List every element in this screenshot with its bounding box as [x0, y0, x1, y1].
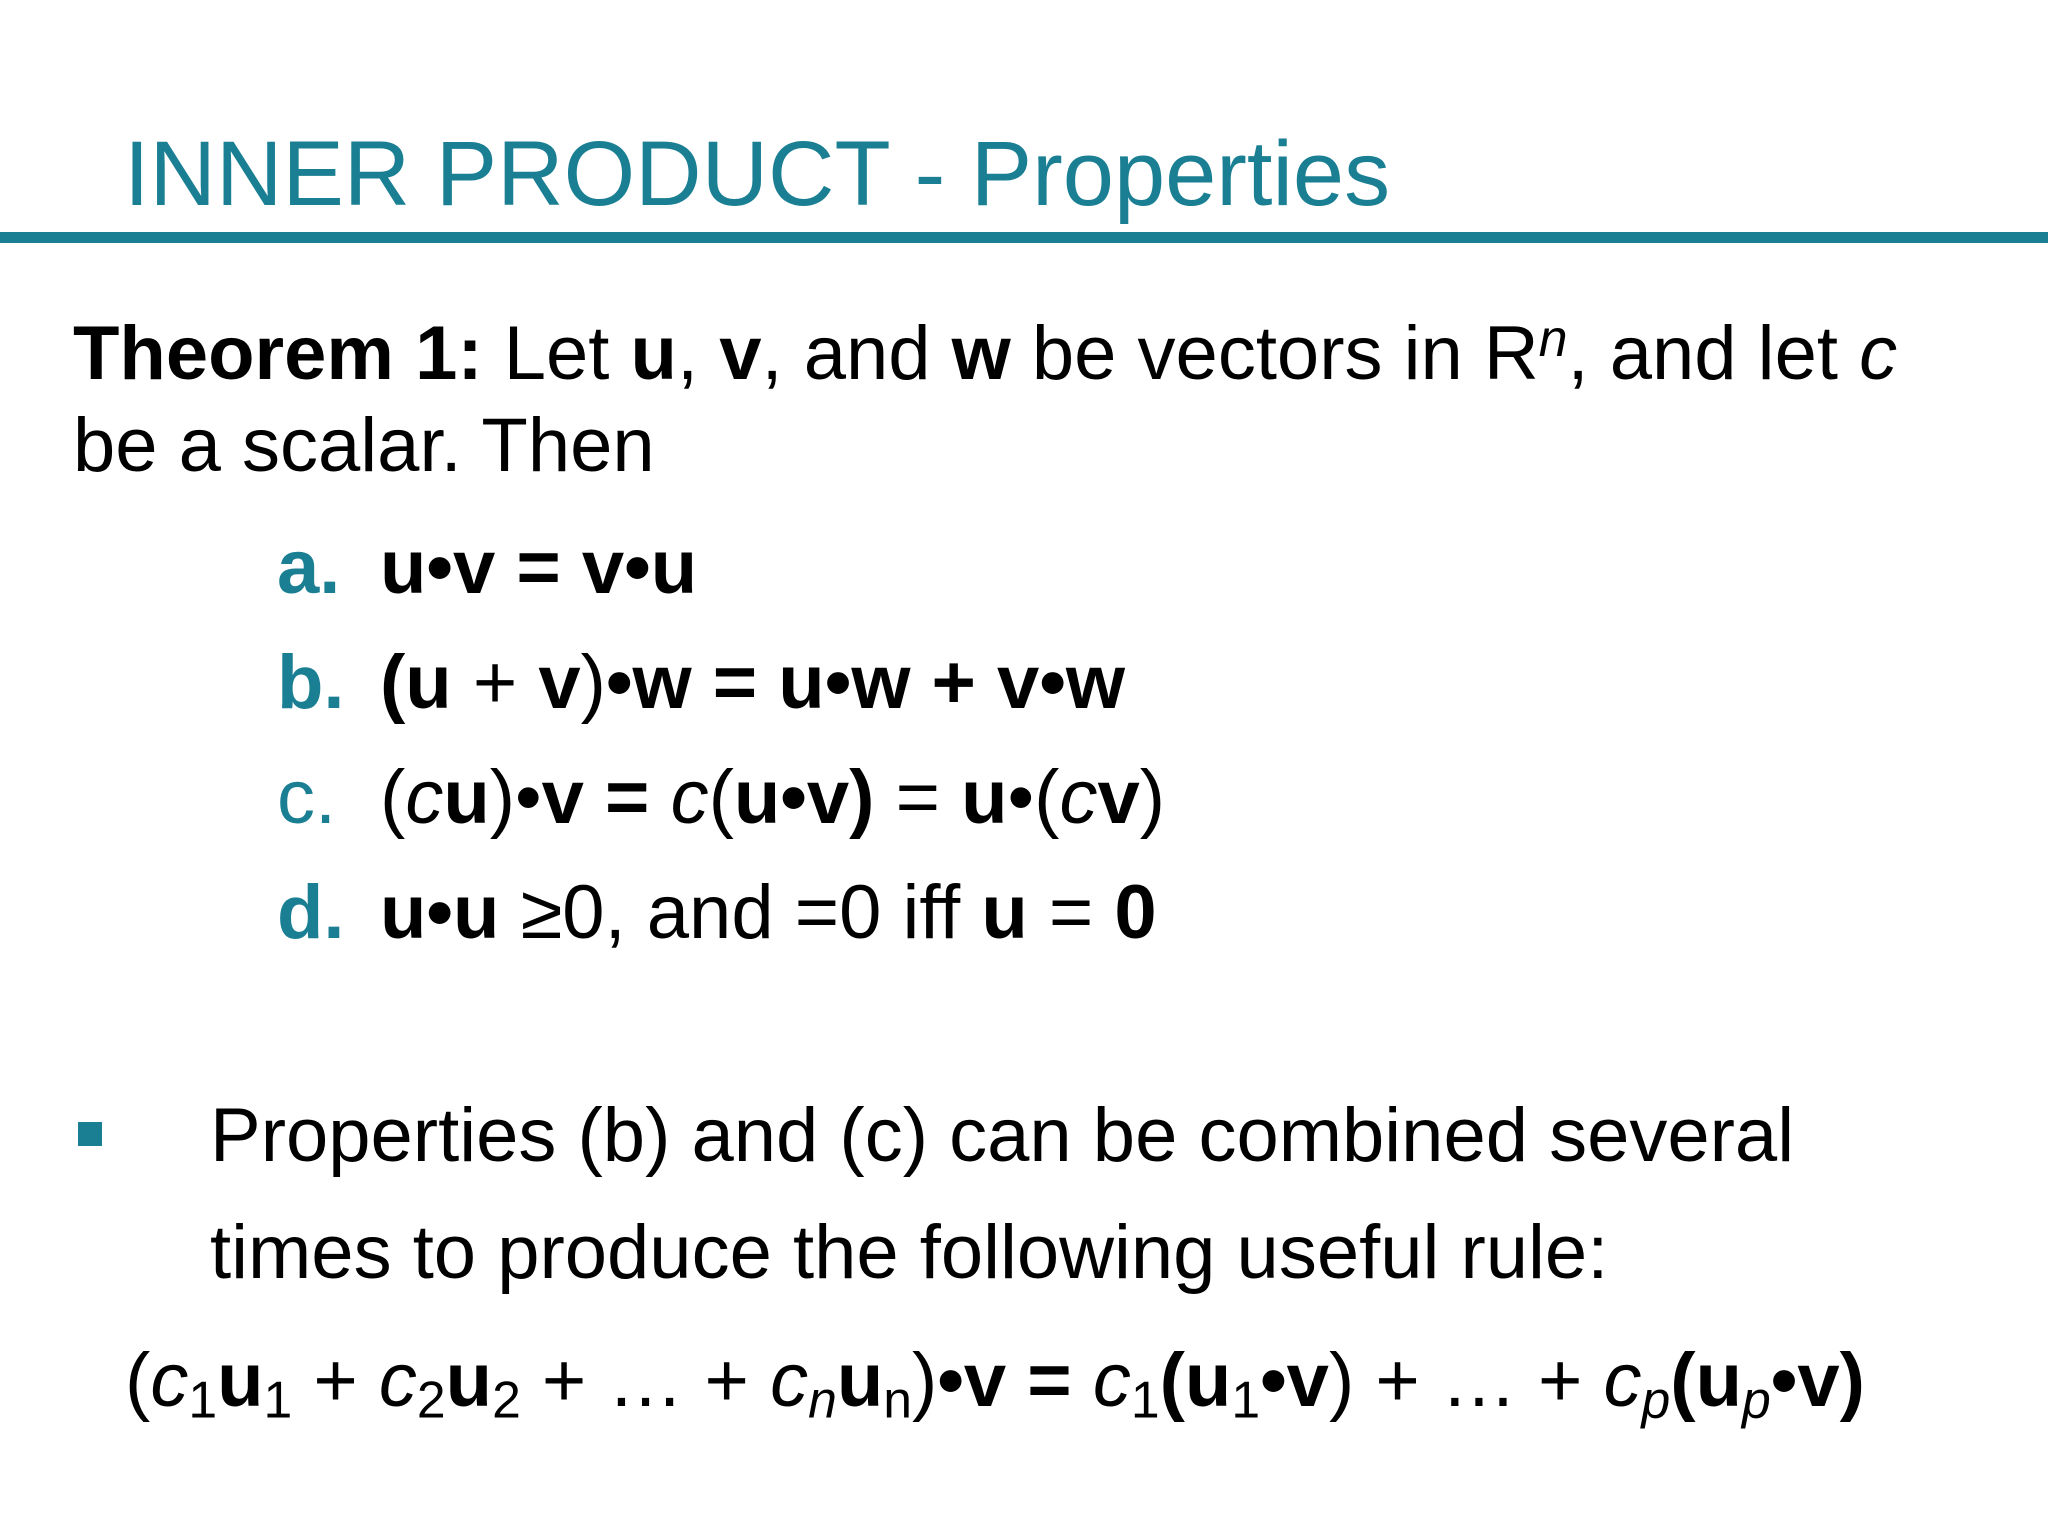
formula-part: (: [1159, 1338, 1185, 1423]
property-text-c: c: [405, 755, 444, 840]
formula-part: c: [1092, 1338, 1131, 1423]
formula-part: 2: [416, 1370, 446, 1429]
formula-part: 1: [188, 1370, 218, 1429]
formula-part: ): [1328, 1338, 1355, 1423]
property-a: a.u•v = v•u: [277, 530, 697, 606]
property-text-d: =: [1027, 870, 1115, 955]
property-c: c.(cu)•v = c(u•v) = u•(cv): [277, 760, 1165, 836]
formula-part: n: [883, 1370, 912, 1429]
formula-part: u: [217, 1338, 264, 1423]
formula-part: 1: [263, 1370, 293, 1429]
formula-part: + … +: [1354, 1338, 1604, 1423]
property-text-a: u•v = v•u: [380, 525, 698, 610]
formula-part: ): [1839, 1338, 1865, 1423]
formula-part: u: [1184, 1338, 1232, 1423]
formula-part: •: [1260, 1338, 1287, 1423]
property-text-c: (: [380, 755, 406, 840]
formula-part: +: [520, 1338, 608, 1423]
vector-w: w: [951, 311, 1011, 396]
property-text-d: u: [981, 870, 1028, 955]
theorem-text: Let: [482, 311, 631, 396]
formula-part: v: [1797, 1338, 1840, 1423]
formula-part: u: [1695, 1338, 1742, 1423]
property-d: d.u•u ≥0, and =0 iff u = 0: [277, 875, 1157, 951]
formula-part: ): [912, 1338, 938, 1423]
bullet-text-line-1: Properties (b) and (c) can be combined s…: [210, 1093, 1795, 1178]
formula-part: +: [292, 1338, 379, 1423]
formula-part: c: [770, 1338, 809, 1423]
property-text-d: ≥0, and =0 iff: [499, 870, 982, 955]
formula-part: c: [150, 1338, 189, 1423]
formula-part: (: [1670, 1338, 1696, 1423]
property-label-a: a.: [277, 525, 341, 610]
formula-part: •v =: [937, 1338, 1093, 1423]
exponent-n: n: [1538, 308, 1568, 367]
formula-part: v: [1286, 1338, 1329, 1423]
property-text-c: )•: [489, 755, 542, 840]
property-text-c: =: [874, 755, 962, 840]
formula-part: 2: [492, 1370, 521, 1429]
formula-part: c: [1603, 1338, 1642, 1423]
property-text-c: v =: [541, 755, 650, 840]
property-text-c: u: [443, 755, 490, 840]
page-title: INNER PRODUCT - Properties: [124, 123, 1391, 225]
property-text-d: 0: [1114, 870, 1157, 955]
property-text-c: (: [708, 755, 734, 840]
scalar-c: c: [1859, 311, 1898, 396]
property-b: b.(u + v)•w = u•w + v•w: [277, 645, 1125, 721]
square-bullet-icon: [78, 1122, 102, 1146]
property-text-b: +: [451, 640, 539, 725]
combined-rule-formula: (c1u1 + c2u2 + … + cnun)•v = c1(u1•v) + …: [125, 1343, 1865, 1426]
formula-part: p: [1742, 1370, 1771, 1429]
property-text-c: u•v): [733, 755, 875, 840]
property-text-b: ): [580, 640, 606, 725]
property-text-c: [649, 755, 670, 840]
title-divider: [0, 232, 2048, 243]
property-label-c: c.: [277, 755, 337, 840]
property-text-d: u•u: [380, 870, 500, 955]
vector-u: u: [630, 311, 677, 396]
formula-part: p: [1641, 1370, 1671, 1429]
bullet-text-line-2: times to produce the following useful ru…: [210, 1210, 1609, 1295]
formula-part: 1: [1130, 1370, 1160, 1429]
formula-part: •: [1770, 1338, 1798, 1423]
property-label-b: b.: [277, 640, 345, 725]
formula-part: (: [125, 1338, 151, 1423]
vector-v: v: [719, 311, 762, 396]
theorem-text: be vectors in R: [1010, 311, 1539, 396]
property-text-c: v: [1097, 755, 1140, 840]
formula-part: 1: [1231, 1370, 1261, 1429]
property-label-d: d.: [277, 870, 345, 955]
property-text-b: v: [538, 640, 581, 725]
theorem-label: Theorem 1:: [73, 311, 483, 396]
formula-part: u: [836, 1338, 884, 1423]
theorem-text: , and: [761, 311, 952, 396]
property-text-c: •(: [1007, 755, 1060, 840]
formula-part: n: [808, 1370, 837, 1429]
property-text-c: c: [670, 755, 709, 840]
formula-part: c: [378, 1338, 417, 1423]
theorem-text: ,: [676, 311, 720, 396]
formula-part: … +: [607, 1338, 771, 1423]
theorem-line-1: Theorem 1: Let u, v, and w be vectors in…: [73, 312, 1897, 392]
formula-part: u: [445, 1338, 493, 1423]
property-text-b: (u: [380, 640, 452, 725]
property-text-c: c: [1059, 755, 1098, 840]
property-text-b: •w = u•w + v•w: [605, 640, 1126, 725]
property-text-c: u: [961, 755, 1008, 840]
property-text-c: ): [1139, 755, 1166, 840]
theorem-text: , and let: [1567, 311, 1860, 396]
theorem-line-2: be a scalar. Then: [73, 403, 655, 488]
